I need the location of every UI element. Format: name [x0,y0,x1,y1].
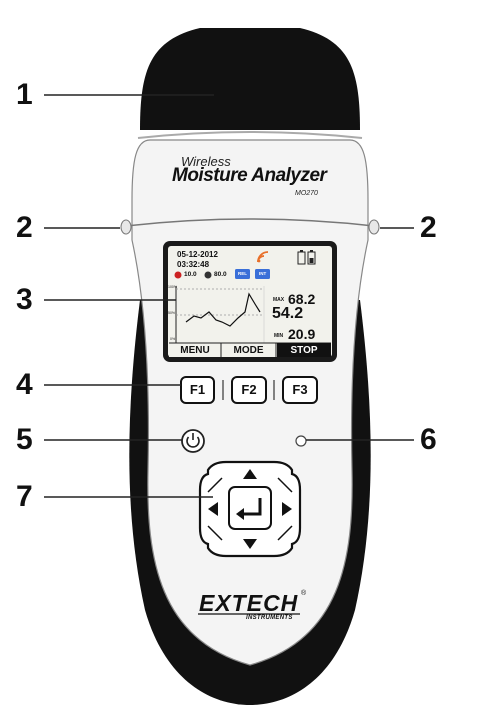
softkey-menu[interactable]: MENU [180,345,210,356]
min-value: 20.9 [288,326,316,342]
wifi-icon [257,251,269,263]
f3-key-shape [282,376,318,404]
max-value: 68.2 [288,291,316,307]
arrow-up-icon[interactable] [243,469,257,479]
callout-2-left: 2 [16,211,33,244]
arrow-left-icon[interactable] [208,502,218,516]
min-label: MIN [274,333,284,339]
product-line1: Wireless [181,154,231,169]
int-badge: INT [259,271,267,276]
graph-y-bot: 0% [170,337,176,341]
brand-registered-mark: ® [301,590,307,597]
moisture-trend-line [185,292,261,327]
f2-key[interactable]: F2 [241,382,257,397]
enter-button[interactable] [228,486,272,530]
rel-badge: REL [238,271,247,276]
alarm-low-value: 10.0 [184,271,197,278]
product-name: Moisture Analyzer [172,165,327,186]
alarm-high-value: 80.0 [214,271,227,278]
brand-logo: EXTECH [199,590,299,616]
alarm-icon [174,271,182,279]
callout-6: 6 [420,423,437,456]
screen-date: 05-12-2012 [177,250,218,259]
enter-icon [236,498,262,520]
f1-key[interactable]: F1 [189,382,206,397]
stop-softkey-bg [277,343,331,357]
int-badge-bg [255,269,270,279]
battery-icon [297,250,316,265]
current-value: 54.2 [272,305,304,322]
arrow-right-icon[interactable] [282,502,292,516]
f1-key-shape [180,376,215,404]
graph-y-mid: 50% [168,311,176,315]
rel-badge-bg [235,269,250,279]
probe-cap [140,28,360,130]
callout-3: 3 [16,283,33,316]
callout-4: 4 [16,368,33,401]
brand-subtitle: INSTRUMENTS [246,615,293,621]
softkey-mode[interactable]: MODE [233,345,264,356]
power-icon[interactable] [181,429,205,453]
graph-y-top: 100% [168,285,177,289]
callout-1: 1 [16,78,33,111]
f2-key-shape [231,376,267,404]
model-number: MO270 [295,190,318,197]
arrow-down-icon[interactable] [243,539,257,549]
callout-7: 7 [16,480,33,513]
screen-time: 03:32:48 [177,260,210,269]
max-label: MAX [273,297,285,303]
callout-2-right: 2 [420,211,437,244]
f3-key[interactable]: F3 [292,382,308,397]
alarm-icon [204,271,212,279]
softkey-stop[interactable]: STOP [290,345,318,356]
collar-seam [125,218,375,227]
led-indicator [295,435,307,447]
callout-5: 5 [16,423,33,456]
